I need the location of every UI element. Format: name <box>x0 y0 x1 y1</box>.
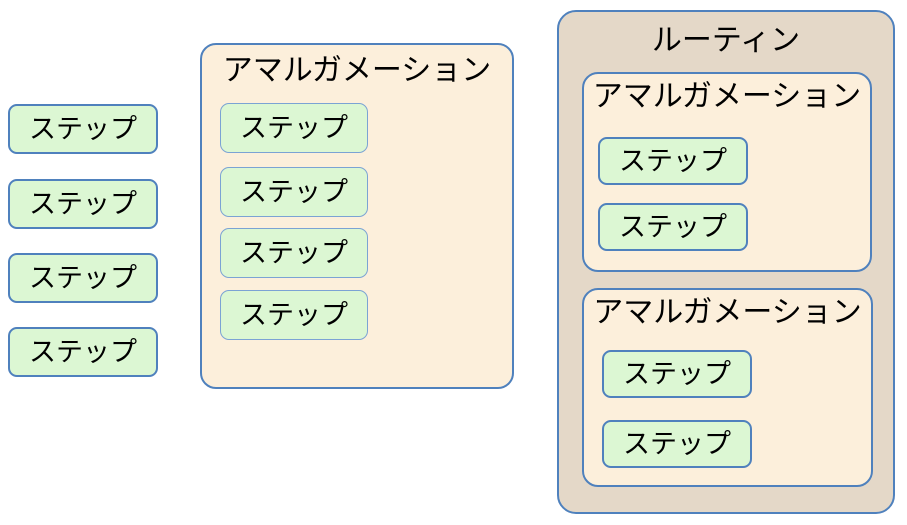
amalgamation-step-box: ステップ <box>220 103 368 153</box>
routine-amalgamation-title: アマルガメーション <box>593 295 862 330</box>
standalone-step-box: ステップ <box>8 253 158 303</box>
routine-title: ルーティン <box>651 23 801 58</box>
routine-amalgamation-step-box: ステップ <box>602 420 752 468</box>
amalgamation-title: アマルガメーション <box>222 53 492 88</box>
amalgamation-step-box: ステップ <box>220 290 368 340</box>
standalone-step-box: ステップ <box>8 179 158 229</box>
routine-amalgamation-title: アマルガメーション <box>592 79 862 114</box>
standalone-step-box: ステップ <box>8 327 158 377</box>
amalgamation-step-box: ステップ <box>220 167 368 217</box>
standalone-step-box: ステップ <box>8 104 158 154</box>
routine-amalgamation-step-box: ステップ <box>602 350 752 398</box>
amalgamation-step-box: ステップ <box>220 228 368 278</box>
routine-amalgamation-step-box: ステップ <box>598 203 748 251</box>
routine-amalgamation-step-box: ステップ <box>598 137 748 185</box>
